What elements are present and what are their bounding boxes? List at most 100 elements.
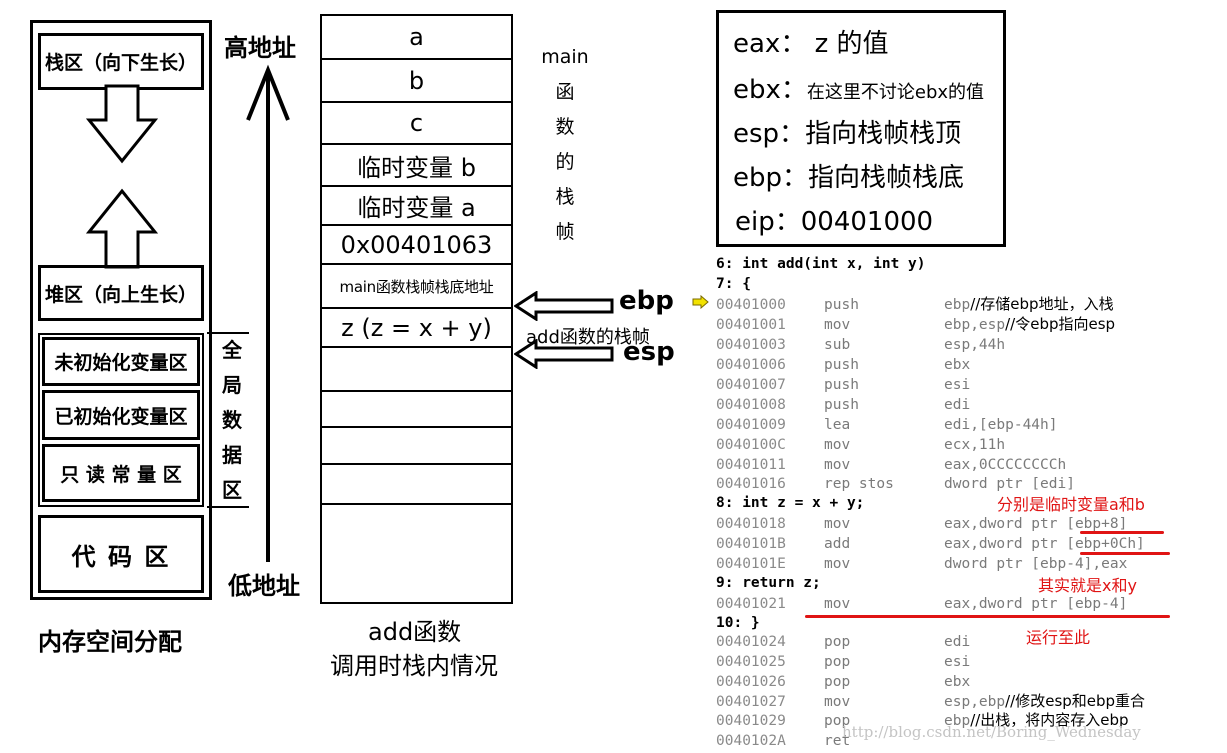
stack-slot-a: a [322, 16, 511, 60]
source-line: 10: } [716, 615, 760, 631]
asm-address: 0040100C [716, 437, 786, 453]
asm-mnemonic: ret [824, 733, 851, 749]
asm-address: 00401011 [716, 457, 786, 473]
stack-slot-empty [322, 428, 511, 465]
global-data-group [38, 333, 204, 507]
asm-address: 00401006 [716, 357, 786, 373]
uninit-var-area: 未初始化变量区 [42, 337, 200, 386]
stack-caption-line2: 调用时栈内情况 [330, 652, 498, 680]
asm-line: 00401011 mov eax,0CCCCCCCCh [716, 455, 1066, 474]
asm-operand: esp,ebp [944, 694, 1006, 710]
asm-mnemonic: push [824, 377, 859, 393]
asm-mnemonic: push [824, 297, 859, 313]
stack-slot-main-ebp: main函数栈帧栈底地址 [322, 265, 511, 309]
underline-ebp0c [1080, 552, 1170, 555]
esp-pointer-arrow-icon [514, 339, 614, 369]
asm-mnemonic: lea [824, 417, 851, 433]
asm-operand: edi [944, 397, 971, 413]
asm-operand: edi,[ebp-44h] [944, 417, 1058, 433]
asm-mnemonic: mov [824, 694, 851, 710]
asm-operand: ebx [944, 674, 971, 690]
asm-operand: esi [944, 377, 971, 393]
stack-slot-temp-a: 临时变量 a [322, 187, 511, 226]
asm-mnemonic: mov [824, 457, 851, 473]
asm-mnemonic: push [824, 397, 859, 413]
asm-line: 00401008 push edi [716, 395, 970, 414]
asm-address: 00401016 [716, 476, 786, 492]
esp-label: esp [623, 337, 675, 367]
asm-address: 00401000 [716, 297, 786, 313]
asm-operand: dword ptr [edi] [944, 476, 1075, 492]
stack-slot-b: b [322, 60, 511, 103]
asm-operand: ecx,11h [944, 437, 1006, 453]
asm-comment: //修改esp和ebp重合 [1005, 692, 1146, 710]
asm-mnemonic: pop [824, 654, 851, 670]
asm-address: 0040101E [716, 556, 786, 572]
run-to-here-line [805, 615, 1170, 618]
asm-line: 0040100C mov ecx,11h [716, 435, 1005, 454]
memory-title: 内存空间分配 [38, 628, 182, 656]
asm-operand: eax,dword ptr [ebp+0Ch] [944, 536, 1145, 552]
asm-address: 00401001 [716, 317, 786, 333]
stack-slot-empty [322, 348, 511, 392]
register-box: eax： z 的值 ebx：在这里不讨论ebx的值 esp：指向栈帧栈顶 ebp… [716, 10, 1006, 247]
asm-operand: eax,0CCCCCCCCh [944, 457, 1067, 473]
asm-mnemonic: pop [824, 634, 851, 650]
up-arrow-icon [86, 188, 158, 269]
stack-slot-c: c [322, 103, 511, 145]
asm-address: 00401003 [716, 337, 786, 353]
note-xy: 其实就是x和y [1038, 576, 1137, 595]
note-run-here: 运行至此 [1026, 628, 1091, 647]
watermark: http://blog.csdn.net/Boring_Wednesday [842, 723, 1141, 741]
stack-caption-line1: add函数 [368, 618, 462, 646]
ebp-label: ebp [619, 286, 674, 316]
asm-address: 00401026 [716, 674, 786, 690]
address-up-arrow-icon [246, 64, 290, 562]
asm-mnemonic: mov [824, 437, 851, 453]
readonly-area: 只 读 常 量 区 [42, 444, 200, 502]
low-address-label: 低地址 [228, 572, 300, 600]
asm-operand: esp,44h [944, 337, 1006, 353]
asm-address: 00401018 [716, 516, 786, 532]
asm-operand: ebx [944, 357, 971, 373]
asm-address: 00401029 [716, 713, 786, 729]
heap-area-label: 堆区（向上生长） [38, 265, 204, 321]
note-temp-ab: 分别是临时变量a和b [997, 495, 1145, 514]
global-data-label: 全 局 数 据 区 [222, 338, 242, 502]
stack-diagram: a b c 临时变量 b 临时变量 a 0x00401063 main函数栈帧栈… [320, 14, 513, 604]
asm-comment: //出栈，将内容存入ebp [970, 711, 1129, 729]
current-instruction-arrow-icon [692, 295, 709, 309]
asm-mnemonic: rep stos [824, 476, 894, 492]
asm-address: 00401024 [716, 634, 786, 650]
asm-address: 00401007 [716, 377, 786, 393]
register-ebx: ebx：在这里不讨论ebx的值 [733, 75, 985, 105]
source-line: 8: int z = x + y; [716, 495, 865, 511]
asm-comment: //存储ebp地址，入栈 [970, 295, 1114, 313]
memory-layout-box [30, 20, 212, 600]
main-frame-label: main 函 数 的 栈 帧 [541, 46, 589, 243]
asm-line: 00401026 pop ebx [716, 672, 970, 691]
asm-operand: ebp,esp [944, 317, 1006, 333]
asm-operand: ebp [944, 713, 971, 729]
asm-operand: eax,dword ptr [ebp+8] [944, 516, 1128, 532]
add-frame-label: add函数的栈帧 [526, 327, 650, 348]
register-eax: eax： z 的值 [733, 29, 889, 59]
register-eip: eip：00401000 [735, 207, 934, 237]
underline-ebp8 [1080, 531, 1164, 534]
register-esp: esp：指向栈帧栈顶 [733, 119, 962, 149]
asm-mnemonic: pop [824, 674, 851, 690]
asm-address: 00401008 [716, 397, 786, 413]
asm-mnemonic: mov [824, 596, 851, 612]
stack-slot-empty [322, 465, 511, 505]
